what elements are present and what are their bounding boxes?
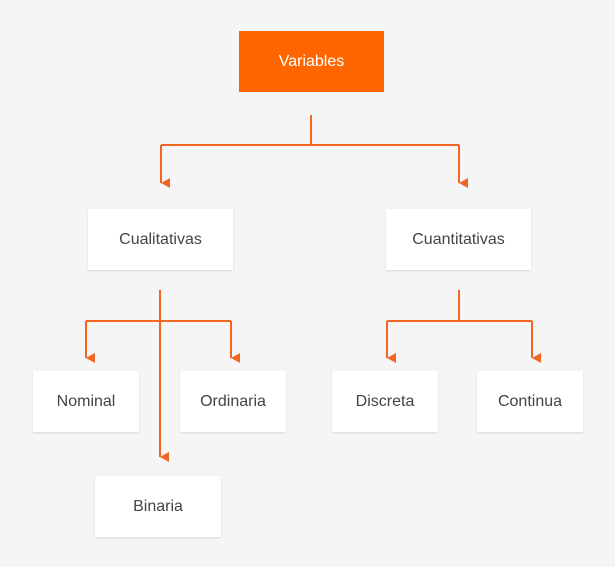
node-discreta: Discreta — [332, 371, 438, 432]
node-nominal: Nominal — [33, 371, 139, 432]
node-variables: Variables — [239, 31, 384, 92]
node-ordinaria: Ordinaria — [180, 371, 286, 432]
node-cuantitativas: Cuantitativas — [386, 209, 531, 270]
node-continua: Continua — [477, 371, 583, 432]
node-binaria: Binaria — [95, 476, 221, 537]
node-cualitativas: Cualitativas — [88, 209, 233, 270]
